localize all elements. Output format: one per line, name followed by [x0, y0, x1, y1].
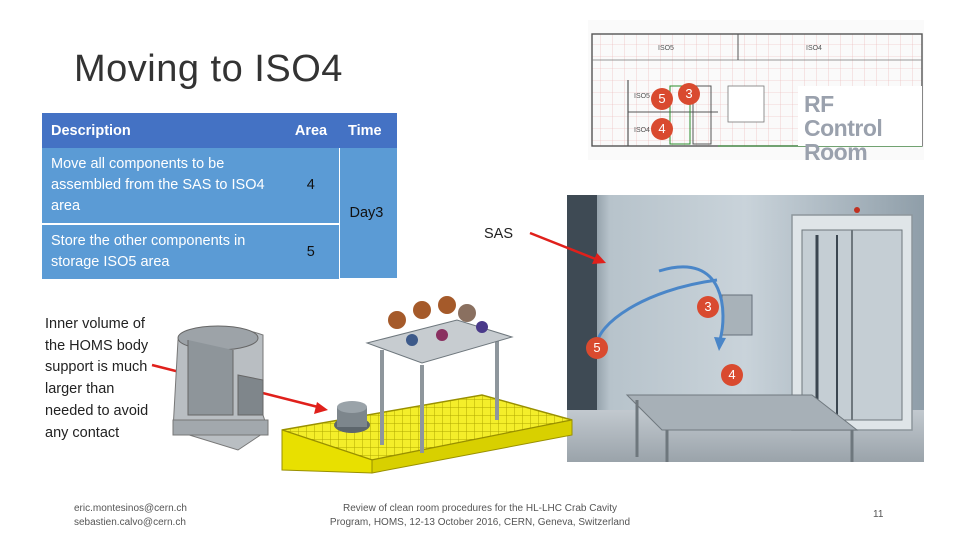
footer-event: Review of clean room procedures for the … — [300, 502, 660, 530]
plan-zone-label: ISO5 — [658, 45, 674, 52]
sas-label: SAS — [484, 226, 514, 242]
footer-email: eric.montesinos@cern.ch — [74, 503, 187, 514]
row-description: Store the other components in storage IS… — [42, 224, 283, 280]
header-time: Time — [339, 113, 397, 148]
inner-volume-note: Inner volume of the HOMS body support is… — [45, 316, 149, 441]
table-row: Move all components to be assembled from… — [42, 148, 397, 281]
table-row: Store the other components in storage IS… — [42, 224, 397, 280]
plan-zone-label: ISO5 — [634, 93, 650, 100]
rf-control-room-label: RF Control Room — [804, 91, 883, 166]
homs-support-model — [172, 325, 269, 451]
row-area: 4 — [283, 148, 339, 226]
table-header-row: Description Area Time — [42, 113, 397, 148]
footer-email: sebastien.calvo@cern.ch — [74, 517, 186, 528]
footer-event-line: Program, HOMS, 12-13 October 2016, CERN,… — [329, 517, 631, 528]
header-description: Description — [42, 113, 283, 148]
photo-marker-3: 3 — [697, 296, 719, 318]
plan-zone-label: ISO4 — [634, 127, 650, 134]
row-time: Day3 — [338, 148, 397, 281]
plan-marker-4: 4 — [651, 118, 673, 140]
row-description: Move all components to be assembled from… — [42, 148, 283, 226]
photo-marker-5: 5 — [586, 337, 608, 359]
schedule-table: Description Area Time Move all component… — [42, 113, 397, 281]
header-area: Area — [283, 113, 339, 148]
row-area: 5 — [283, 224, 339, 280]
floor-plan-image: ISO5 ISO4 ISO5 ISO4 — [588, 20, 924, 160]
floor-plan-drawing: ISO5 ISO4 ISO5 ISO4 — [591, 33, 923, 147]
plan-zone-label: ISO4 — [806, 45, 822, 52]
slide-title: Moving to ISO4 — [74, 48, 343, 90]
plan-marker-5: 5 — [651, 88, 673, 110]
clean-room-drawing — [567, 195, 924, 462]
footer-contacts: eric.montesinos@cern.ch sebastien.calvo@… — [74, 502, 187, 530]
assembly-frame-model — [281, 296, 573, 474]
photo-marker-4: 4 — [721, 364, 743, 386]
clean-room-photo — [567, 195, 924, 462]
footer-event-line: Review of clean room procedures for the … — [343, 503, 617, 514]
plan-marker-3: 3 — [678, 83, 700, 105]
page-number: 11 — [873, 509, 884, 520]
